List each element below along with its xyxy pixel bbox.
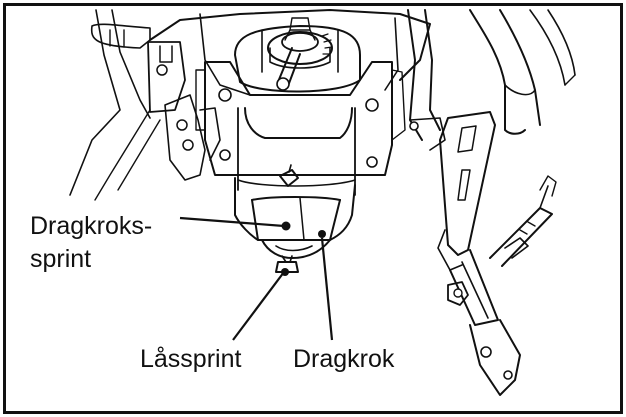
hitch-hook-marker bbox=[318, 230, 326, 238]
lock-pin-leader bbox=[232, 271, 285, 341]
callouts bbox=[179, 216, 334, 341]
label-hitch-pin-line1: Dragkroks- bbox=[30, 212, 152, 240]
label-hitch-pin-line2: sprint bbox=[30, 245, 91, 273]
hitch-hook-leader bbox=[320, 237, 334, 341]
figure-frame bbox=[3, 3, 623, 414]
machine-drawing bbox=[69, 9, 576, 396]
hitch-pin-marker bbox=[281, 221, 291, 231]
lock-pin-marker bbox=[281, 268, 289, 276]
labels: Dragkroks- sprint Låssprint Dragkrok bbox=[30, 212, 395, 373]
hitch-pin-leader bbox=[179, 216, 285, 228]
label-lock-pin: Låssprint bbox=[140, 345, 241, 373]
label-hitch-hook: Dragkrok bbox=[293, 345, 395, 373]
